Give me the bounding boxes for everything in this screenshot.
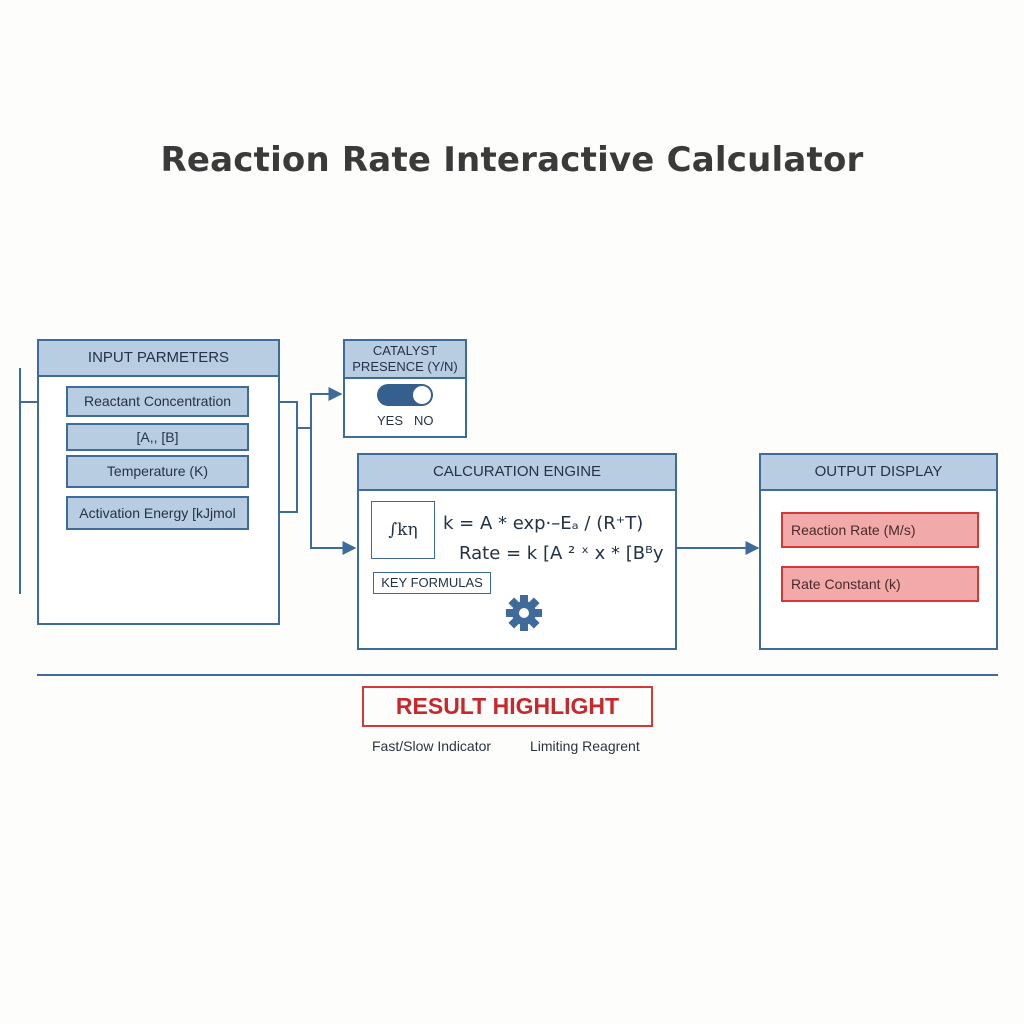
engine-header: CALCURATION ENGINE bbox=[359, 455, 675, 491]
catalyst-header: CATALYST PRESENCE (Y/N) bbox=[345, 341, 465, 379]
catalyst-toggle[interactable] bbox=[377, 384, 433, 406]
catalyst-panel: CATALYST PRESENCE (Y/N) YES NO bbox=[343, 339, 467, 438]
concentration-values-field[interactable]: [A,, [B] bbox=[66, 423, 249, 451]
rate-constant-output: Rate Constant (k) bbox=[781, 566, 979, 602]
reaction-rate-output: Reaction Rate (M/s) bbox=[781, 512, 979, 548]
catalyst-header-line2: PRESENCE (Y/N) bbox=[352, 359, 458, 374]
limiting-reagent: Limiting Reagrent bbox=[530, 738, 640, 754]
result-highlight: RESULT HIGHLIGHT bbox=[362, 686, 653, 727]
page-title: Reaction Rate Interactive Calculator bbox=[160, 140, 864, 180]
section-divider bbox=[37, 674, 998, 676]
fast-slow-indicator: Fast/Slow Indicator bbox=[372, 738, 492, 754]
rate-law-formula: Rate = k [A ² ˣ x * [Bᴮy bbox=[459, 543, 664, 564]
output-display-panel: OUTPUT DISPLAY Reaction Rate (M/s) Rate … bbox=[759, 453, 998, 650]
input-panel-header: INPUT PARMETERS bbox=[39, 341, 278, 377]
no-label: NO bbox=[414, 413, 434, 428]
gear-icon[interactable] bbox=[504, 593, 544, 633]
arrhenius-formula: k = A * exp·–Eₐ / (R⁺T) bbox=[443, 513, 644, 534]
input-parameters-panel: INPUT PARMETERS Reactant Concentration [… bbox=[37, 339, 280, 625]
output-header: OUTPUT DISPLAY bbox=[761, 455, 996, 491]
temperature-field[interactable]: Temperature (K) bbox=[66, 455, 249, 488]
activation-energy-field[interactable]: Activation Energy [kJjmol bbox=[66, 496, 249, 530]
toggle-knob bbox=[413, 386, 431, 404]
catalyst-header-line1: CATALYST bbox=[372, 343, 438, 358]
yes-label: YES bbox=[377, 413, 404, 428]
integral-k-box: ∫kη bbox=[371, 501, 435, 559]
arrow-to-catalyst bbox=[297, 387, 343, 429]
arrow-to-engine bbox=[310, 428, 357, 555]
reactant-concentration-field[interactable]: Reactant Concentration bbox=[66, 386, 249, 417]
calculation-engine-panel: CALCURATION ENGINE ∫kη k = A * exp·–Eₐ /… bbox=[357, 453, 677, 650]
key-formulas-label[interactable]: KEY FORMULAS bbox=[373, 572, 491, 594]
